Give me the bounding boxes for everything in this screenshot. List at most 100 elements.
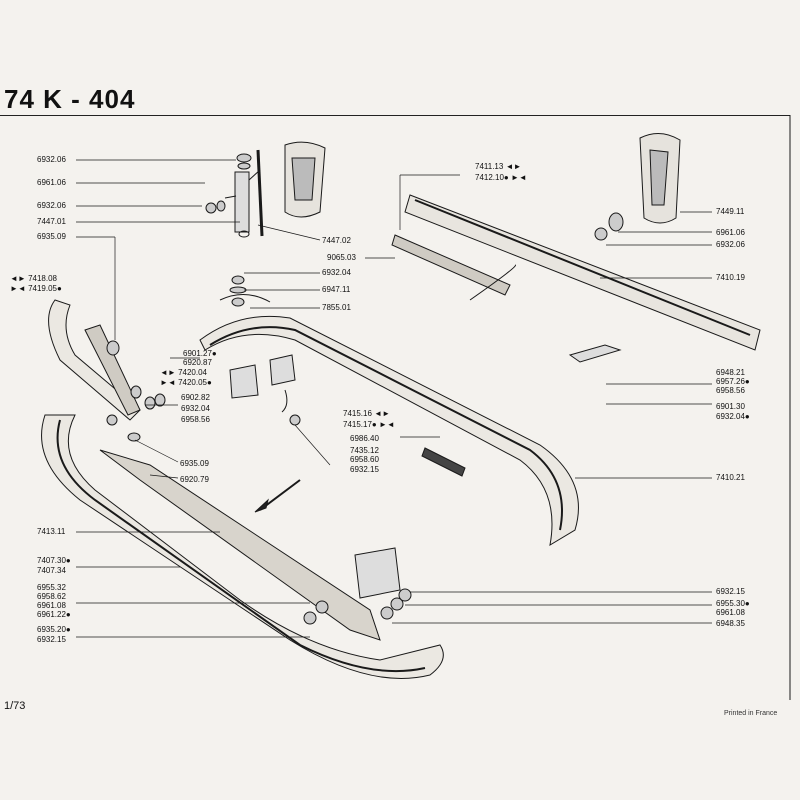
bullet-icon: ●: [744, 377, 750, 386]
part-label-group: ►◄ 7419.05●: [10, 284, 62, 294]
part-label-group: 7407.30●: [37, 556, 71, 566]
bullet-icon: ●: [65, 556, 71, 565]
arrow-right-icon: ►: [167, 368, 176, 377]
part-label: 6961.06: [716, 228, 745, 237]
part-label: 7410.21: [716, 473, 745, 482]
part-label: 6961.08: [37, 601, 66, 610]
bullet-icon: ●: [65, 610, 71, 619]
part-label-group: 6961.22●: [37, 610, 71, 620]
part-label: 7418.08: [28, 274, 57, 283]
part-label: 7855.01: [322, 303, 351, 312]
bullet-icon: ●: [211, 349, 217, 358]
front-bumper-bar: [199, 315, 579, 546]
part-label: 7415.17: [343, 420, 372, 429]
part-label: 7407.30: [37, 556, 66, 565]
rear-trim-bar: [391, 194, 761, 363]
part-label: 6901.30: [716, 402, 745, 411]
arrow-left-icon: ◄: [10, 274, 18, 283]
part-label: 6955.32: [37, 583, 66, 592]
part-label: 6948.35: [716, 619, 745, 628]
part-label: 6961.06: [37, 178, 66, 187]
part-label-group: 7415.16 ◄►: [343, 409, 390, 419]
part-label: 6961.08: [716, 608, 745, 617]
left-corner-bumper: [48, 299, 141, 421]
page-title: 74 K - 404: [4, 84, 136, 114]
part-label-group: 6955.30●: [716, 599, 750, 609]
part-label-group: 7411.13 ◄►: [475, 162, 521, 172]
arrow-right-icon: ►: [379, 420, 387, 429]
arrow-left-icon: ◄: [17, 284, 26, 293]
part-label: 6901.27: [183, 349, 212, 358]
part-label-group: ◄► 7418.08: [10, 274, 57, 284]
part-label: 6932.06: [37, 201, 66, 210]
bullet-icon: ●: [503, 173, 509, 182]
part-label: 6932.06: [716, 240, 745, 249]
arrow-left-icon: ◄: [374, 409, 383, 418]
bullet-icon: ●: [744, 412, 750, 421]
part-label: 6932.06: [37, 155, 66, 164]
part-label: 6935.20: [37, 625, 66, 634]
part-label: 7449.11: [716, 207, 745, 216]
part-label: 7412.10: [475, 173, 504, 182]
part-label: 6932.15: [350, 465, 379, 474]
part-label: 6935.09: [180, 459, 209, 468]
part-label: 6920.87: [183, 358, 212, 367]
part-label: 7447.01: [37, 217, 66, 226]
arrow-right-icon: ►: [382, 409, 390, 418]
upper-bracket: [205, 149, 264, 238]
part-label: 7420.04: [178, 368, 207, 377]
arrow-right-icon: ►: [17, 274, 26, 283]
part-label-group: 6935.20●: [37, 625, 71, 635]
bullet-icon: ●: [207, 378, 212, 387]
part-label-group: 6932.04●: [716, 412, 750, 422]
bullet-icon: ●: [744, 599, 750, 608]
part-label: 6932.04: [181, 404, 210, 413]
part-label-group: 7412.10● ►◄: [475, 173, 527, 183]
arrow-left-icon: ◄: [160, 368, 168, 377]
part-label: 6958.62: [37, 592, 66, 601]
part-label: 7410.19: [716, 273, 745, 282]
part-label: 7419.05: [28, 284, 57, 293]
printed-note: Printed in France: [724, 710, 778, 717]
page-number: 1/73: [4, 700, 26, 712]
part-label-group: 7415.17● ►◄: [343, 420, 395, 430]
part-label: 6932.04: [322, 268, 351, 277]
part-label: 6948.21: [716, 368, 745, 377]
part-label: 6957.26: [716, 377, 745, 386]
part-label-group: ◄► 7420.04: [160, 368, 207, 378]
bullet-icon: ●: [371, 420, 377, 429]
part-label: 7435.12: [350, 446, 379, 455]
part-label: 6902.82: [181, 393, 210, 402]
arrow-right-icon: ►: [10, 284, 18, 293]
part-label: 7413.11: [37, 527, 66, 536]
part-label: 7447.02: [322, 236, 351, 245]
rubber-guard-left: [284, 141, 326, 218]
part-label: 6958.60: [350, 455, 379, 464]
part-label-group: 6957.26●: [716, 377, 750, 387]
part-label: 6932.04: [716, 412, 745, 421]
part-label: 6932.15: [37, 635, 66, 644]
frame-line: [0, 115, 790, 116]
part-label: 7420.05: [178, 378, 207, 387]
part-label: 6935.09: [37, 232, 66, 241]
part-label: 6961.22: [37, 610, 66, 619]
arrow-right-icon: ►: [160, 378, 168, 387]
arrow-right-icon: ►: [511, 173, 519, 182]
part-label: 9065.03: [327, 253, 356, 262]
main-bumper: [41, 414, 444, 679]
arrow-right-icon: ►: [513, 162, 522, 171]
part-label: 7407.34: [37, 566, 66, 575]
part-label: 6955.30: [716, 599, 745, 608]
part-label-group: ►◄ 7420.05●: [160, 378, 212, 388]
part-label: 6958.56: [716, 386, 745, 395]
bullet-icon: ●: [65, 625, 71, 634]
arrow-left-icon: ◄: [518, 173, 527, 182]
part-label: 6947.11: [322, 285, 351, 294]
arrow-left-icon: ◄: [386, 420, 395, 429]
part-label: 6986.40: [350, 434, 379, 443]
part-label-group: 6901.27●: [183, 349, 217, 359]
part-label: 6920.79: [180, 475, 209, 484]
arrow-left-icon: ◄: [505, 162, 514, 171]
part-label: 6958.56: [181, 415, 210, 424]
